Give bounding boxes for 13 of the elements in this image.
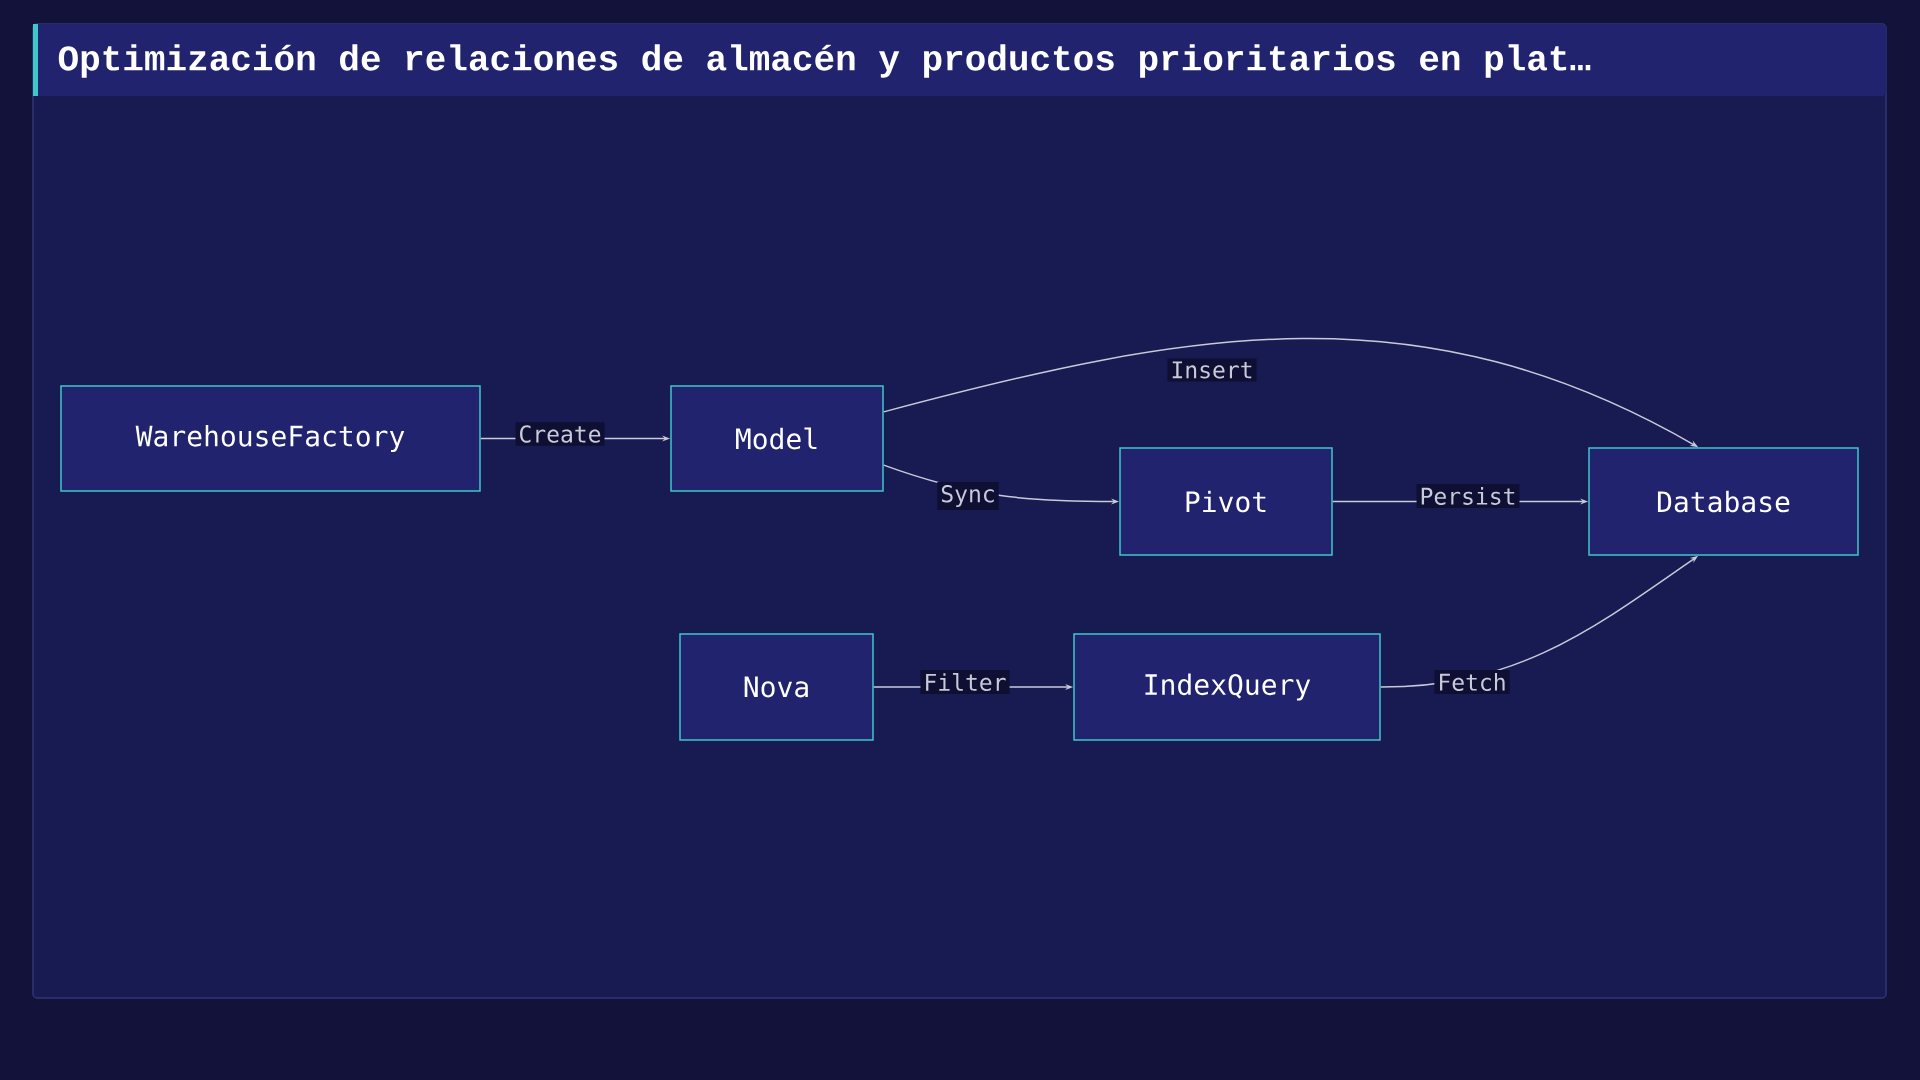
process-box: Database [1588,447,1859,556]
process-box: Pivot [1119,447,1333,556]
edge-label: Create [515,422,605,446]
edge-label: Insert [1167,358,1257,382]
edge-label: Fetch [1434,670,1510,694]
edge-label: Filter [920,670,1010,694]
title-bar: Optimización de relaciones de almacén y productos prioritarios en plat… [33,24,1886,96]
process-box: Nova [679,633,874,741]
process-box: WarehouseFactory [60,385,481,492]
process-box: Model [670,385,884,492]
edge-label: Sync [937,482,999,510]
edge-label: Persist [1416,484,1520,508]
process-box: IndexQuery [1073,633,1381,741]
